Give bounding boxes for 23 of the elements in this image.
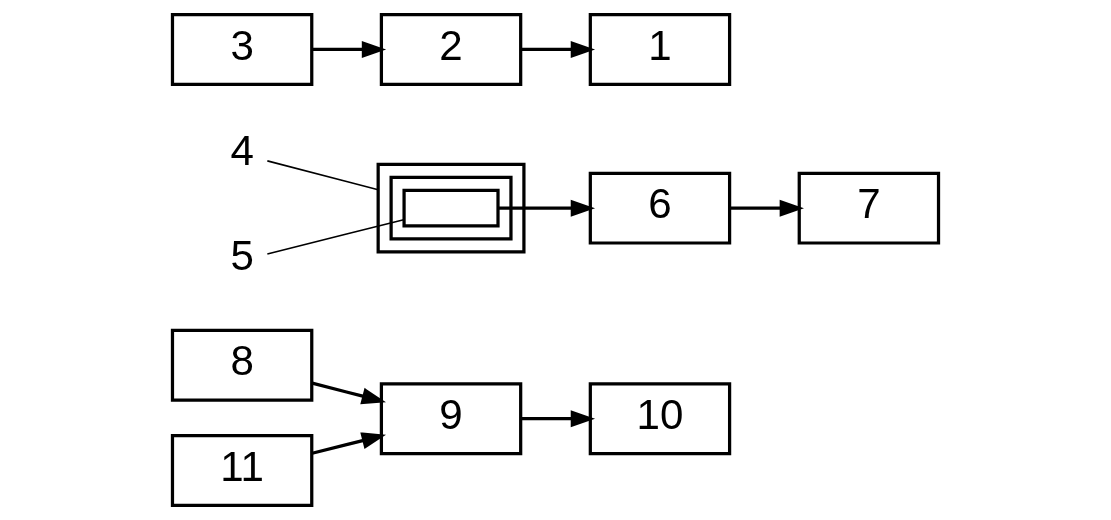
node-box: 8 xyxy=(170,328,314,402)
node-box: 7 xyxy=(797,171,941,245)
node-box: 3 xyxy=(170,13,314,86)
arrow xyxy=(311,381,386,405)
arrow xyxy=(730,199,804,217)
node-box xyxy=(402,188,500,228)
node-box: 2 xyxy=(379,13,523,86)
arrow xyxy=(521,40,596,58)
cluster xyxy=(376,162,526,254)
arrow xyxy=(498,199,596,217)
arrow xyxy=(312,40,387,58)
cluster xyxy=(389,175,513,241)
node-box: 9 xyxy=(379,382,523,456)
node-text: 4 xyxy=(230,126,254,174)
node-box: 6 xyxy=(588,171,732,245)
connector xyxy=(266,218,405,255)
arrow xyxy=(521,410,596,428)
node-box: 11 xyxy=(170,434,314,507)
node-text: 5 xyxy=(230,232,254,280)
connector xyxy=(266,160,379,191)
arrow xyxy=(311,432,386,455)
node-box: 1 xyxy=(588,13,732,86)
node-box: 10 xyxy=(588,382,732,456)
